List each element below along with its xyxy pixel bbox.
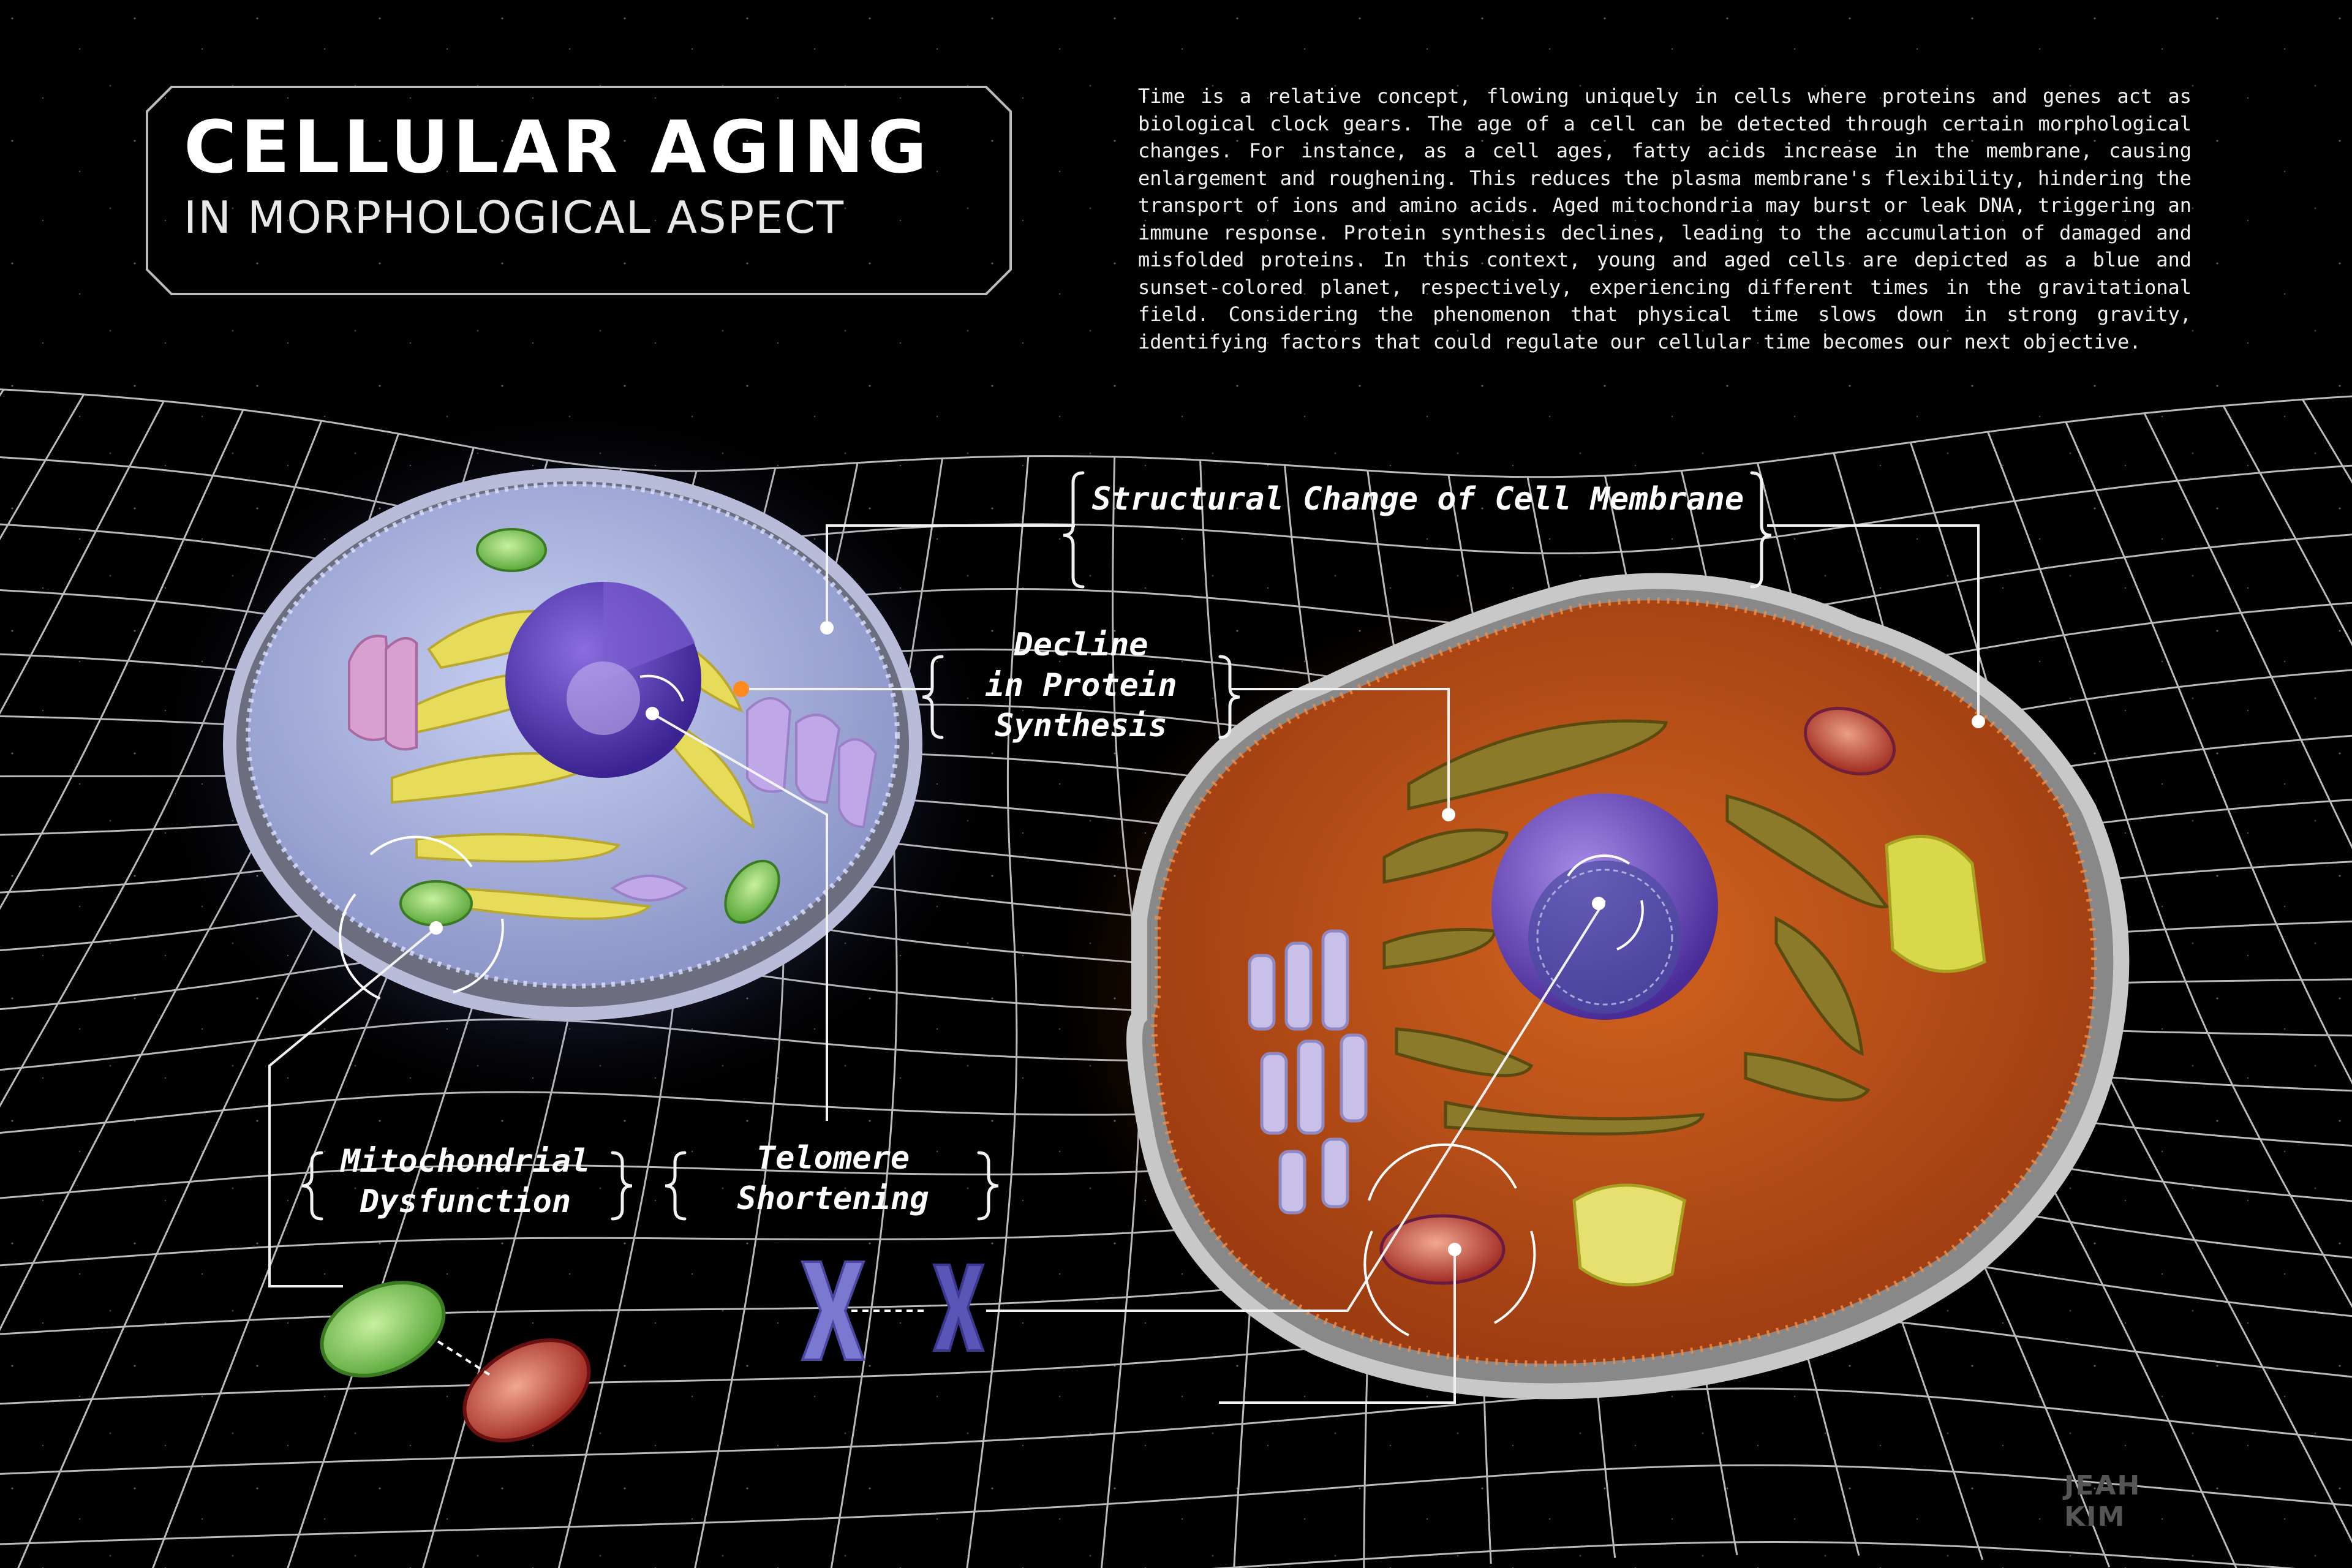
callout-structural-left — [826, 524, 1075, 628]
intro-paragraph: Time is a relative concept, flowing uniq… — [1138, 85, 2192, 353]
callout-lines — [268, 524, 1980, 1404]
grid-line-horizontal — [0, 1464, 2352, 1545]
grid-line-horizontal — [0, 1311, 2352, 1405]
healthy-mitochondrion — [320, 1281, 446, 1378]
young-golgi — [348, 635, 418, 751]
label-structural-text: Structural Change of Cell Membrane — [1091, 481, 1744, 518]
artist-signature: JEAH KIM — [2064, 1470, 2141, 1532]
callout-mito-aged — [1219, 1250, 1456, 1404]
aged-mitochondrion-top — [1803, 706, 1896, 776]
young-mitochondrion-top — [476, 528, 547, 572]
label-protein-line3: Synthesis — [995, 707, 1167, 744]
grid-line-vertical — [0, 409, 244, 910]
aged-endoplasmic-reticulum — [1382, 719, 1890, 1136]
chromosome-comparison — [801, 1261, 985, 1361]
callout-structural-right — [1767, 524, 1980, 720]
callout-telomere-aged — [986, 899, 1606, 1312]
aged-cell — [1029, 564, 2156, 1421]
young-mitochondrion-right — [724, 859, 780, 924]
grid-line-vertical — [966, 456, 1030, 1568]
young-mitochondrion-left — [399, 880, 473, 927]
label-telomere-line1: Telomere — [756, 1140, 910, 1177]
young-cell — [135, 392, 1017, 1127]
poster-title: CELLULAR AGING — [184, 105, 931, 189]
label-mitochondrial-dysfunction: Mitochondrial Dysfunction — [312, 1141, 619, 1222]
label-mito-line2: Dysfunction — [360, 1183, 571, 1220]
aged-golgi-yellow — [1885, 835, 1986, 973]
callout-dots — [429, 621, 1985, 1256]
target-rings — [339, 674, 1644, 1336]
grid-line-horizontal — [0, 1387, 2352, 1475]
long-chromosome — [801, 1261, 865, 1361]
callout-brackets — [301, 471, 1772, 1221]
aged-mitochondrion-bottom — [1379, 1214, 1506, 1285]
grid-line-vertical — [2143, 413, 2352, 850]
short-chromosome — [932, 1264, 985, 1352]
label-telomere-line2: Shortening — [737, 1180, 929, 1217]
grid-line-vertical — [2222, 405, 2352, 646]
dot-young-mito — [429, 921, 443, 935]
mitochondria-comparison — [320, 1281, 591, 1442]
callout-mitochondria — [268, 927, 437, 1287]
grid-line-vertical — [2065, 421, 2352, 1085]
grid-line-vertical — [0, 401, 165, 715]
grid-line-vertical — [1987, 431, 2352, 1308]
title-frame — [146, 86, 1012, 295]
callout-telomere — [651, 712, 828, 1121]
dot-aged-mito — [1448, 1243, 1461, 1256]
dot-young-telomere — [646, 707, 659, 720]
label-protein-line2: in Protein — [985, 667, 1177, 704]
dot-young-protein — [733, 681, 749, 697]
aged-vesicles — [1248, 929, 1368, 1215]
damaged-mitochondrion — [462, 1338, 591, 1442]
label-mito-line1: Mitochondrial — [341, 1143, 590, 1180]
label-protein-synthesis: Decline in Protein Synthesis — [937, 625, 1225, 746]
dot-young-membrane — [820, 621, 834, 635]
label-protein-line1: Decline — [1014, 627, 1148, 663]
dot-aged-protein — [1442, 808, 1455, 821]
callout-protein-right — [1231, 688, 1450, 815]
label-telomere-shortening: Telomere Shortening — [674, 1138, 992, 1219]
poster-subtitle: IN MORPHOLOGICAL ASPECT — [184, 192, 845, 243]
young-vesicles-golgi-right — [610, 697, 878, 902]
dot-aged-telomere — [1592, 897, 1605, 910]
dot-aged-membrane — [1972, 715, 1985, 728]
label-structural-change: Structural Change of Cell Membrane — [1084, 479, 1752, 519]
aged-golgi-yellow-bottom — [1572, 1183, 1686, 1287]
